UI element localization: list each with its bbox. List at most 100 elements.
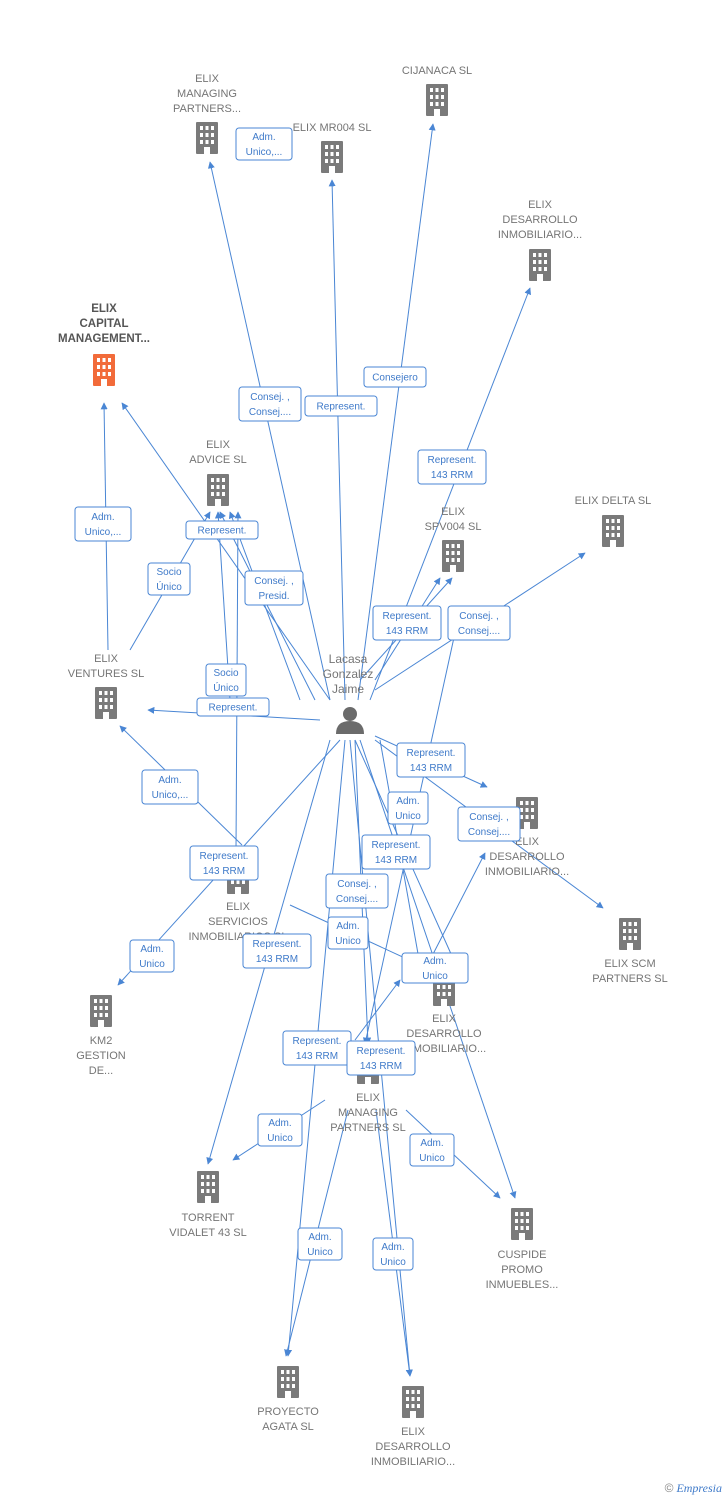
relation-label[interactable]: Represent.143 RRM xyxy=(346,1040,416,1076)
relation-label[interactable]: Adm.Unico,... xyxy=(141,769,199,805)
company-name-line: DESARROLLO xyxy=(406,1028,482,1040)
company-node[interactable]: CIJANACA SL xyxy=(402,65,472,116)
edge-line xyxy=(357,123,436,701)
relation-label-box xyxy=(304,395,378,417)
company-name-line: DESARROLLO xyxy=(375,1441,451,1453)
edge-line xyxy=(207,161,331,701)
relation-label-text: Adm. xyxy=(396,796,419,807)
building-icon xyxy=(602,515,624,547)
relation-label-text: Unico xyxy=(419,1153,445,1164)
relation-label[interactable]: Adm.Unico xyxy=(129,939,175,973)
company-name-line: SPV004 SL xyxy=(425,521,482,533)
building-icon xyxy=(529,249,551,281)
relation-label[interactable]: Represent. xyxy=(304,395,378,417)
relation-label[interactable]: Represent.143 RRM xyxy=(242,933,312,969)
relation-label[interactable]: Represent.143 RRM xyxy=(189,845,259,881)
company-node[interactable]: CUSPIDEPROMOINMUEBLES... xyxy=(486,1208,559,1291)
relation-label-text: Adm. xyxy=(252,132,275,143)
building-icon xyxy=(93,354,115,386)
company-node[interactable]: ELIXMANAGINGPARTNERS... xyxy=(173,73,241,154)
relation-label[interactable]: Consejero xyxy=(363,366,427,388)
company-node[interactable]: ELIXDESARROLLOINMOBILIARIO... xyxy=(498,199,582,281)
relation-label-box xyxy=(141,769,199,805)
building-icon xyxy=(511,1208,533,1240)
company-name-line: ELIX xyxy=(94,653,119,665)
relation-label-text: Represent. xyxy=(293,1036,342,1047)
relation-label[interactable]: Adm.Unico xyxy=(372,1237,414,1271)
company-name-line: ELIX xyxy=(432,1013,457,1025)
company-name-line: AGATA SL xyxy=(262,1421,314,1433)
relation-label[interactable]: Consej. ,Consej.... xyxy=(325,873,389,909)
relation-label-text: 143 RRM xyxy=(296,1051,338,1062)
company-node[interactable]: ELIX DELTA SL xyxy=(575,495,652,547)
relation-label-box xyxy=(242,933,312,969)
relation-label[interactable]: Consej. ,Consej.... xyxy=(238,386,302,422)
company-name-line: DESARROLLO xyxy=(502,214,578,226)
company-name-line: ELIX MR004 SL xyxy=(293,122,372,134)
relation-label[interactable]: Represent.143 RRM xyxy=(372,605,442,641)
relation-label-box xyxy=(74,506,132,542)
relation-label[interactable]: Adm.Unico xyxy=(297,1227,343,1261)
company-node[interactable]: ELIXDESARROLLOINMOBILIARIO... xyxy=(485,797,569,878)
relation-label-text: Represent. xyxy=(209,703,258,714)
footer-brand[interactable]: © Empresia xyxy=(665,1481,722,1496)
building-icon xyxy=(90,995,112,1027)
company-name-line: ELIX xyxy=(356,1092,381,1104)
relation-label-box xyxy=(372,1237,414,1271)
edge-line xyxy=(354,979,401,1041)
relation-label[interactable]: Adm.Unico,... xyxy=(74,506,132,542)
company-node[interactable]: ELIX SPV004 SL xyxy=(425,506,482,572)
relation-label[interactable]: Consej. ,Presid. xyxy=(244,570,304,606)
relation-label[interactable]: Represent.143 RRM xyxy=(417,449,487,485)
company-name-line: INMOBILIARIO... xyxy=(485,866,569,878)
relation-label-box xyxy=(372,605,442,641)
relation-label[interactable]: Adm.Unico xyxy=(327,916,369,950)
building-icon xyxy=(426,84,448,116)
relation-label[interactable]: Adm.Unico xyxy=(409,1133,455,1167)
relation-label[interactable]: Represent. xyxy=(196,697,270,717)
relation-label[interactable]: Represent. 143 RRM xyxy=(282,1030,352,1066)
relation-label-text: 143 RRM xyxy=(256,954,298,965)
relation-label-box xyxy=(361,834,431,870)
relation-label[interactable]: Represent.143 RRM xyxy=(396,742,466,778)
relation-label-text: Adm. xyxy=(308,1232,331,1243)
relation-label-box xyxy=(387,791,429,825)
relation-label[interactable]: Consej. ,Consej.... xyxy=(447,605,511,641)
relation-label[interactable]: Adm.Unico xyxy=(401,952,469,984)
relation-label[interactable]: Adm.Unico,... xyxy=(235,127,293,161)
company-name-line: ELIX xyxy=(441,506,466,518)
relation-label[interactable]: Represent. xyxy=(185,520,259,540)
company-node[interactable]: ELIXDESARROLLOINMOBILIARIO... xyxy=(402,974,486,1055)
relation-label-box xyxy=(396,742,466,778)
company-node[interactable]: ELIX MR004 SL xyxy=(293,122,372,173)
relation-label-box xyxy=(196,697,270,717)
company-node[interactable]: ELIXDESARROLLOINMOBILIARIO... xyxy=(371,1386,455,1468)
relation-label[interactable]: Consej. ,Consej.... xyxy=(457,806,521,842)
relation-label-box xyxy=(401,952,469,984)
relation-label-box xyxy=(189,845,259,881)
company-node[interactable]: ELIXCAPITALMANAGEMENT... xyxy=(58,303,150,386)
relation-label-text: Unico,... xyxy=(85,527,122,538)
company-name-line: DESARROLLO xyxy=(489,851,565,863)
edge-line xyxy=(328,179,346,701)
relation-label-text: Consej.... xyxy=(458,626,500,637)
company-name-line: MANAGING xyxy=(338,1107,398,1119)
relation-label-text: Adm. xyxy=(158,775,181,786)
edge-line xyxy=(219,511,316,701)
relation-label-text: Consej.... xyxy=(468,827,510,838)
relation-label-box xyxy=(244,570,304,606)
relation-label[interactable]: Adm.Unico xyxy=(257,1113,303,1147)
company-node[interactable]: KM2GESTIONDE... xyxy=(76,995,126,1077)
relation-label[interactable]: Represent.143 RRM xyxy=(361,834,431,870)
relation-label-box xyxy=(447,605,511,641)
relation-label[interactable]: Adm.Unico xyxy=(387,791,429,825)
